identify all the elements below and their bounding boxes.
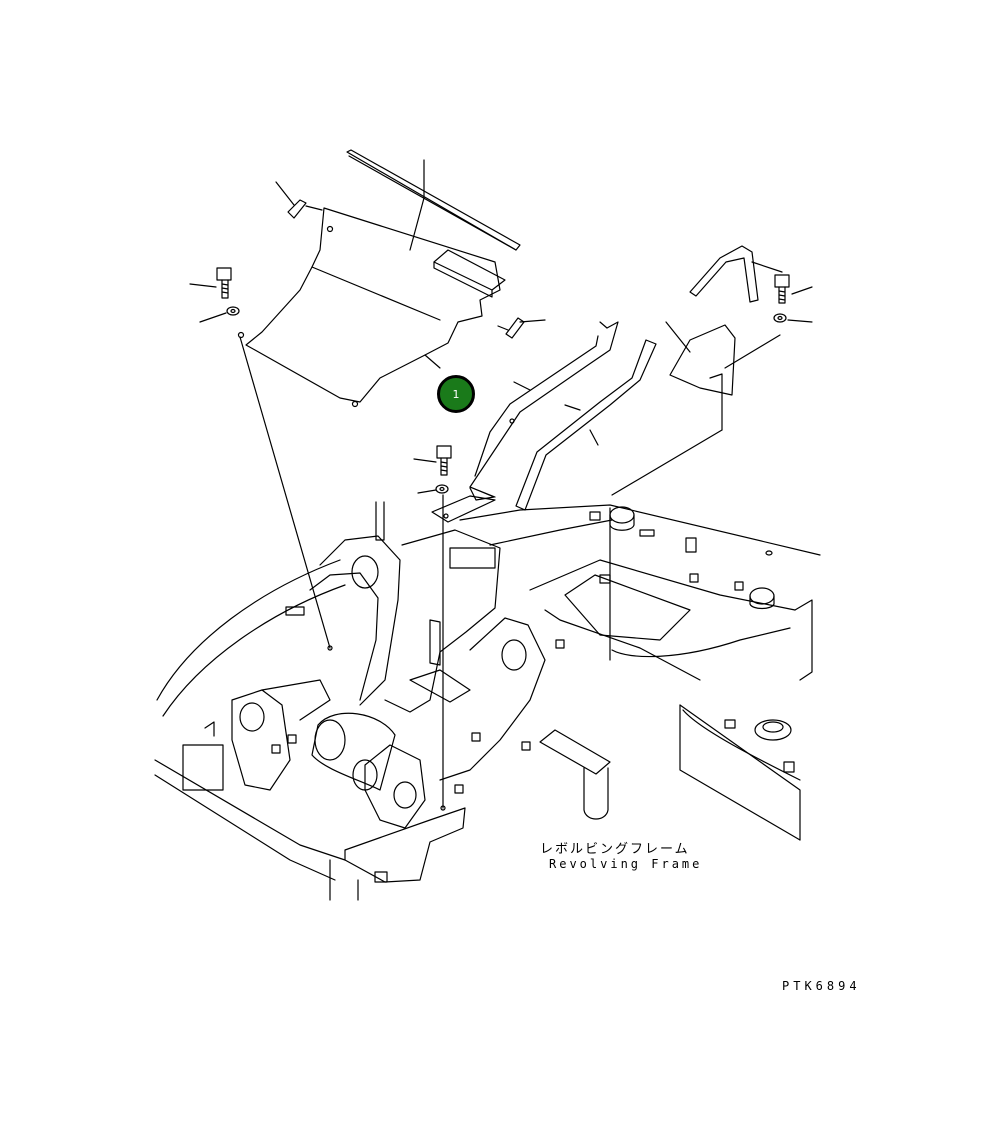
frame-label-english: Revolving Frame	[549, 857, 703, 871]
callout-balloon[interactable]: 1	[437, 375, 475, 413]
clip-left	[276, 182, 322, 218]
bar-part	[516, 340, 656, 510]
bolt-left	[190, 268, 330, 648]
brace-part	[470, 322, 618, 500]
plate-small-center	[432, 496, 495, 522]
bolt-right	[725, 275, 812, 368]
rod-part	[347, 150, 520, 250]
figure-code: PTK6894	[782, 979, 861, 993]
revolving-frame	[155, 502, 820, 900]
callout-number: 1	[452, 387, 460, 401]
hook-part	[690, 246, 782, 302]
frame-label-japanese: レボルビングフレーム	[540, 842, 690, 857]
cover-plate	[239, 208, 506, 407]
bolt-center	[414, 446, 451, 808]
clip-right	[498, 318, 545, 338]
bracket-part	[612, 322, 735, 495]
